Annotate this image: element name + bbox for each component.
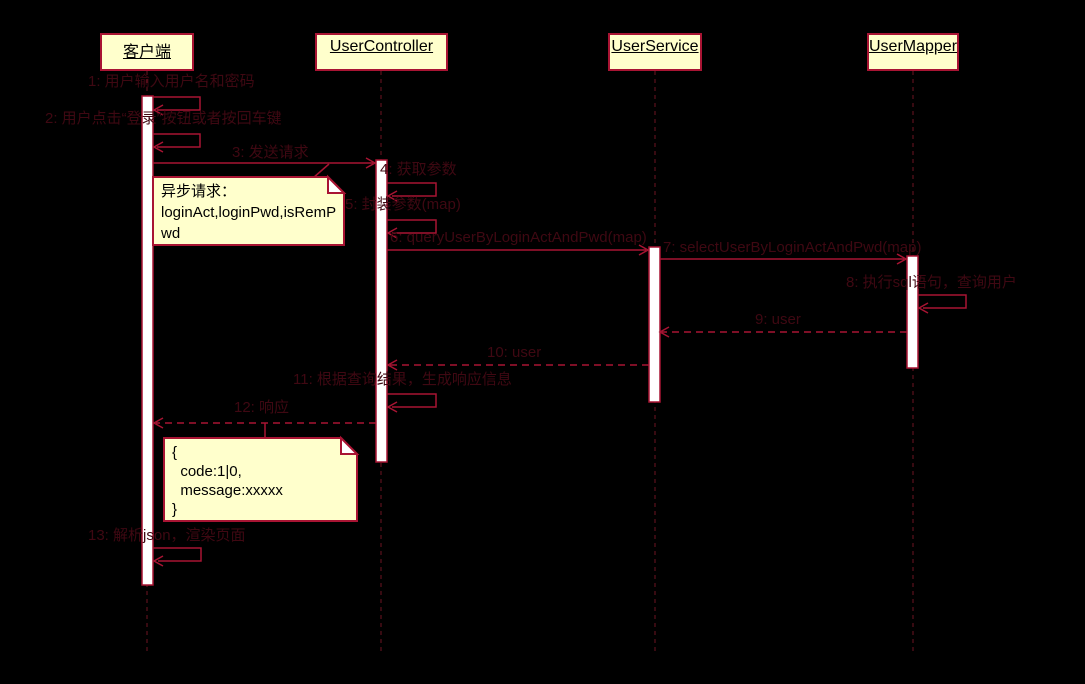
message-13-label: 13: 解析json，渲染页面	[88, 527, 246, 544]
message-13-arrowhead	[152, 555, 164, 567]
message-6-arrowhead	[638, 244, 650, 256]
message-8-line	[918, 294, 967, 309]
message-lines	[152, 96, 967, 567]
note-response-json: { code:1|0, message:xxxxx }	[172, 444, 283, 518]
message-9-arrowhead	[658, 326, 670, 338]
message-8-arrowhead	[917, 302, 929, 314]
participant-usercontroller: UserController	[315, 33, 448, 71]
message-11-line	[387, 393, 437, 408]
message-4-label: 4: 获取参数	[380, 161, 457, 178]
participant-userservice-label: UserService	[611, 38, 699, 55]
message-10-label: 10: user	[487, 344, 542, 361]
activation-usercontroller	[375, 159, 388, 463]
message-12-label: 12: 响应	[234, 399, 290, 416]
message-3-arrowhead	[365, 157, 377, 169]
participant-client: 客户端	[100, 33, 194, 71]
participant-usermapper: UserMapper	[867, 33, 959, 71]
message-4-arrowhead	[386, 190, 398, 202]
note-async-request: 异步请求： loginAct,loginPwd,isRemPwd	[161, 183, 337, 242]
participant-userservice: UserService	[608, 33, 702, 71]
note-1-body	[152, 176, 345, 246]
message-8-label: 8: 执行sql语句，查询用户	[846, 274, 1017, 291]
message-10-arrowhead	[386, 359, 398, 371]
activation-userservice	[648, 246, 661, 403]
message-1-arrowhead	[152, 104, 164, 116]
message-13-line	[153, 547, 202, 562]
message-2-line	[153, 133, 201, 148]
note-1-fold-icon	[327, 174, 347, 194]
message-4-line	[387, 182, 437, 197]
note-1-connector	[312, 163, 330, 179]
note-2-body	[163, 437, 358, 522]
note-shapes	[152, 174, 360, 522]
activation-usermapper	[906, 255, 919, 369]
message-11-arrowhead	[386, 401, 398, 413]
message-2-label: 2: 用户点击“登录”按钮或者按回车键	[45, 110, 282, 127]
message-5-line	[387, 219, 437, 234]
message-5-arrowhead	[386, 227, 398, 239]
message-6-label: 6: queryUserByLoginActAndPwd(map)	[390, 229, 647, 246]
participant-client-label: 客户端	[122, 44, 171, 61]
message-7-arrowhead	[896, 253, 908, 265]
note-2-fold-icon	[340, 435, 360, 455]
participant-usermapper-label: UserMapper	[869, 38, 958, 55]
message-9-label: 9: user	[755, 311, 801, 328]
message-1-line	[153, 96, 201, 111]
message-2-arrowhead	[152, 141, 164, 153]
message-12-arrowhead	[152, 417, 164, 429]
message-5-label: 5: 封装参数(map)	[345, 196, 461, 213]
message-1-label: 1: 用户输入用户名和密码	[88, 73, 255, 90]
activation-bars	[141, 95, 919, 586]
participant-usercontroller-label: UserController	[329, 38, 434, 55]
activation-client	[141, 95, 154, 586]
message-7-label: 7: selectUserByLoginActAndPwd(map)	[663, 239, 922, 256]
message-3-label: 3: 发送请求	[232, 144, 309, 161]
message-11-label: 11: 根据查询结果，生成响应信息	[293, 371, 512, 388]
